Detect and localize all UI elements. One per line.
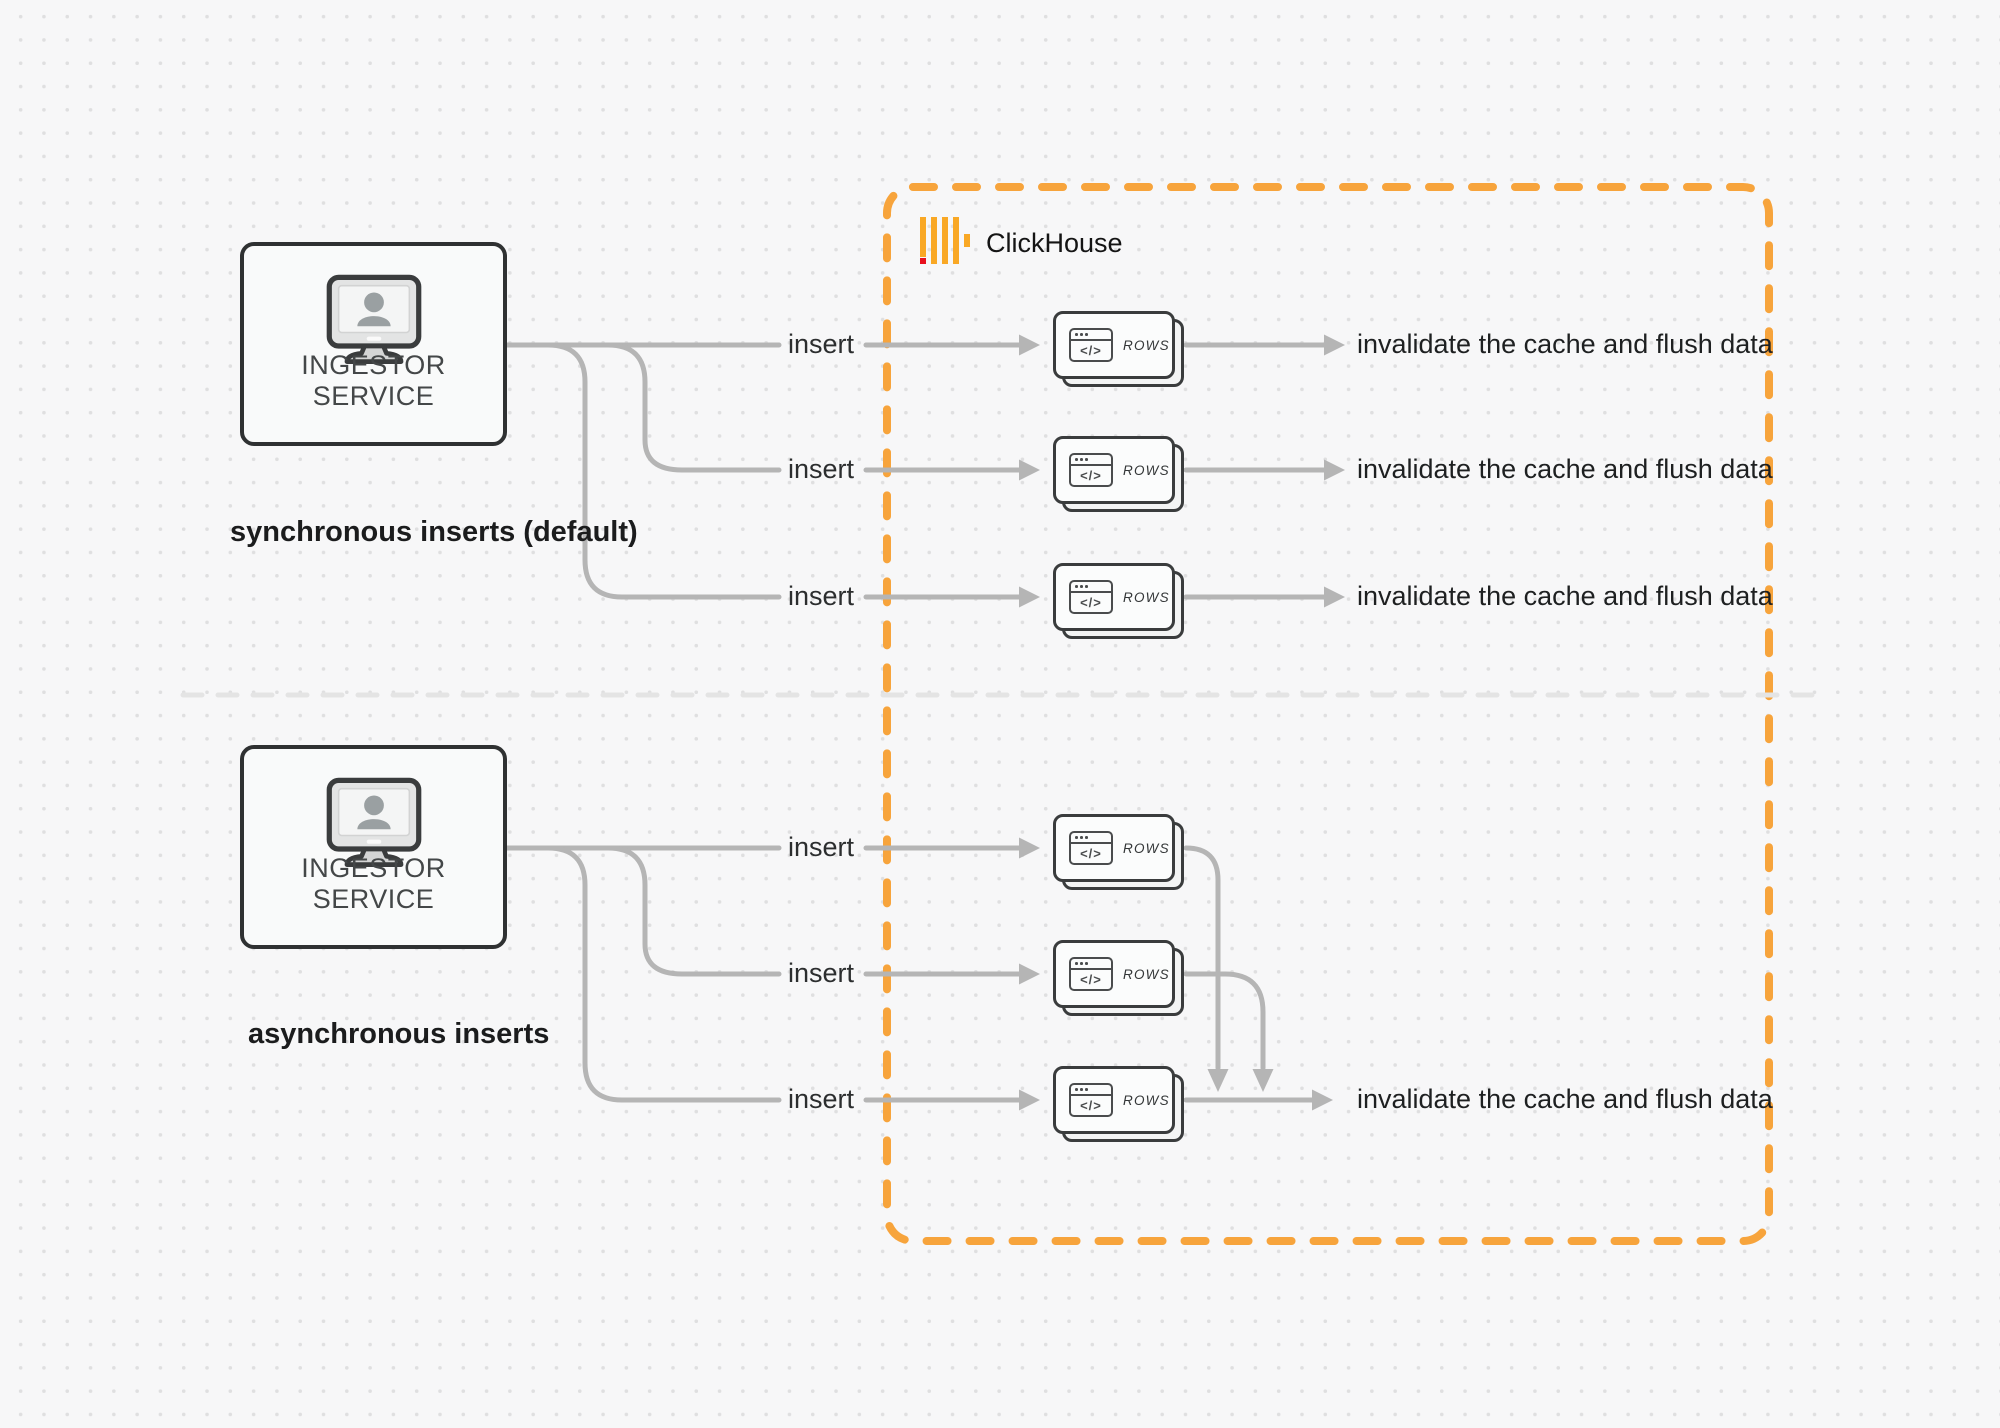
clickhouse-title: ClickHouse — [986, 227, 1123, 258]
service-label: INGESTOR SERVICE — [301, 350, 446, 411]
async-section-label: asynchronous inserts — [248, 1018, 550, 1050]
invalidate-annotation: invalidate the cache and flush data — [1357, 581, 1773, 611]
rows-node: </> ROWS — [1053, 814, 1184, 890]
rows-label: ROWS — [1123, 589, 1170, 605]
sync-section-label: synchronous inserts (default) — [230, 516, 638, 548]
browser-code-icon: </> — [1069, 957, 1113, 991]
invalidate-annotation: invalidate the cache and flush data — [1357, 454, 1773, 484]
browser-code-icon: </> — [1069, 831, 1113, 865]
rows-node: </> ROWS — [1053, 940, 1184, 1016]
insert-edge-label: insert — [787, 832, 855, 862]
service-label: INGESTOR SERVICE — [301, 853, 446, 914]
rows-label: ROWS — [1123, 462, 1170, 478]
rows-node: </> ROWS — [1053, 436, 1184, 512]
rows-label: ROWS — [1123, 1092, 1170, 1108]
insert-edge-label: insert — [787, 1084, 855, 1114]
rows-label: ROWS — [1123, 337, 1170, 353]
insert-edge-label: insert — [787, 581, 855, 611]
invalidate-annotation: invalidate the cache and flush data — [1357, 329, 1773, 359]
rows-node: </> ROWS — [1053, 1066, 1184, 1142]
rows-label: ROWS — [1123, 966, 1170, 982]
browser-code-icon: </> — [1069, 453, 1113, 487]
ingestor-service-node-sync: INGESTOR SERVICE — [240, 242, 507, 446]
insert-edge-label: insert — [787, 958, 855, 988]
insert-edge-label: insert — [787, 454, 855, 484]
insert-edge-label: insert — [787, 329, 855, 359]
monitor-user-icon — [326, 274, 421, 364]
browser-code-icon: </> — [1069, 1083, 1113, 1117]
clickhouse-bars-icon — [920, 217, 970, 264]
rows-label: ROWS — [1123, 840, 1170, 856]
rows-node: </> ROWS — [1053, 563, 1184, 639]
browser-code-icon: </> — [1069, 328, 1113, 362]
ingestor-service-node-async: INGESTOR SERVICE — [240, 745, 507, 949]
invalidate-annotation: invalidate the cache and flush data — [1357, 1084, 1773, 1114]
rows-node: </> ROWS — [1053, 311, 1184, 387]
browser-code-icon: </> — [1069, 580, 1113, 614]
clickhouse-boundary — [883, 183, 1773, 1245]
clickhouse-logo: ClickHouse — [920, 217, 1123, 265]
monitor-user-icon — [326, 777, 421, 867]
